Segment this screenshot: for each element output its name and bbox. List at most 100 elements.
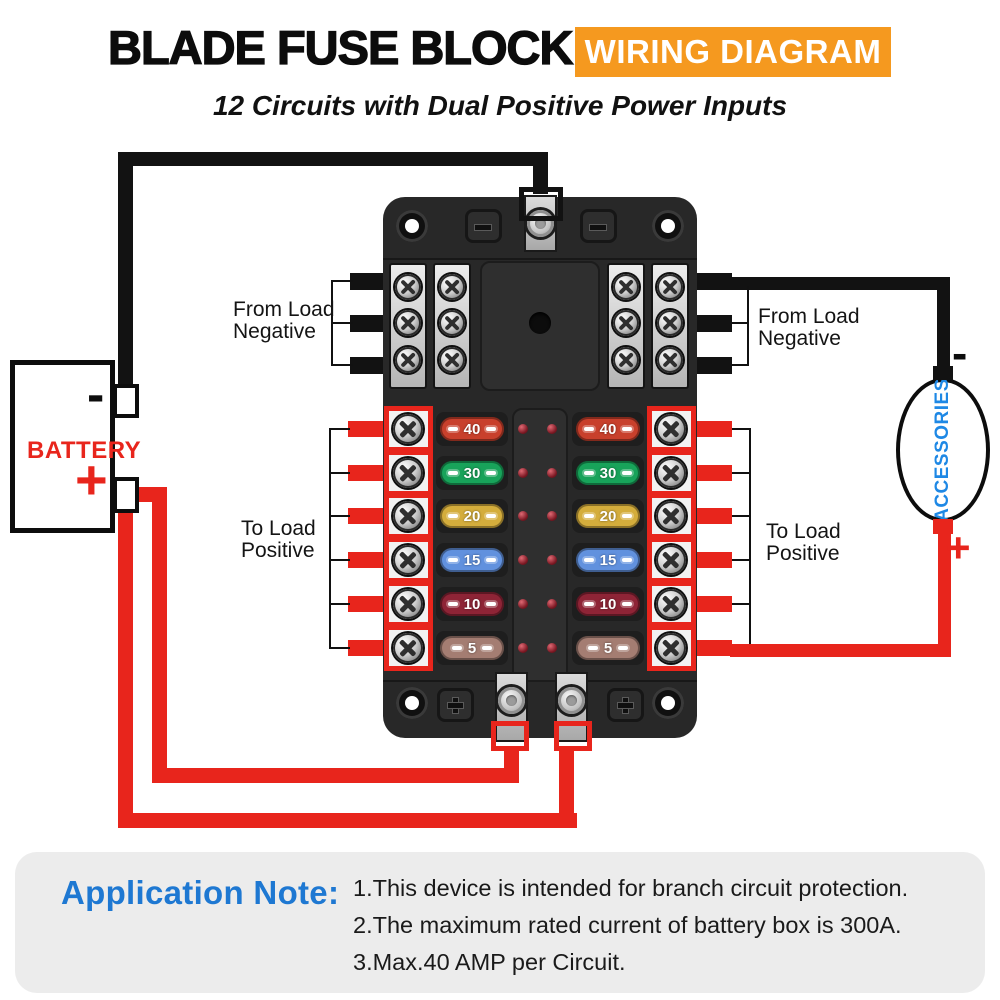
- slot-icon: [590, 225, 606, 230]
- fuse-blade-icon: [486, 427, 497, 431]
- bracket-line: [329, 647, 350, 649]
- fuse-15a: 15: [576, 548, 640, 572]
- negative-wire-stub: [350, 357, 390, 374]
- fuse-blade-icon: [447, 602, 458, 606]
- positive-wire-inner-h2: [152, 768, 519, 783]
- slot-icon: [475, 225, 491, 230]
- mounting-hole: [396, 210, 428, 242]
- accessories-negative-sign: -: [952, 327, 968, 379]
- fuse-slot: 5: [436, 631, 508, 665]
- fuse-amp-label: 10: [599, 595, 617, 613]
- screw-icon: [657, 347, 683, 373]
- screw-icon: [393, 589, 423, 619]
- negative-wire-stub: [692, 273, 732, 290]
- terminal-plate: [389, 411, 428, 447]
- bracket-line: [747, 286, 749, 366]
- negative-wire-stub: [692, 357, 732, 374]
- fuse-blade-icon: [618, 646, 629, 650]
- fuse-blade-icon: [583, 514, 594, 518]
- screw-icon: [439, 274, 465, 300]
- center-hole: [529, 312, 551, 334]
- center-panel: [480, 261, 600, 391]
- terminal-plate: [652, 586, 691, 622]
- positive-wire-stub: [688, 596, 732, 612]
- bracket-line: [732, 603, 751, 605]
- positive-wire-stub: [688, 465, 732, 481]
- screw-icon: [395, 347, 421, 373]
- fuse-terminal-left: [384, 450, 433, 496]
- positive-input-marker-box: [554, 721, 592, 751]
- screw-icon: [613, 347, 639, 373]
- fuse-amp-label: 20: [599, 507, 617, 525]
- bracket-line: [732, 472, 751, 474]
- bracket-line: [331, 364, 353, 366]
- fuse-amp-label: 5: [467, 639, 477, 657]
- fuse-amp-label: 15: [599, 551, 617, 569]
- fuse-terminal-right: [647, 450, 696, 496]
- screw-icon: [656, 414, 686, 444]
- terminal-plate: [389, 498, 428, 534]
- fuse-blade-icon: [486, 514, 497, 518]
- stud-nut: [558, 687, 585, 714]
- bracket-line: [331, 322, 353, 324]
- led-indicator: [547, 599, 557, 609]
- stud-nut: [498, 687, 525, 714]
- fuse-amp-label: 40: [599, 420, 617, 438]
- bracket-line: [329, 428, 350, 430]
- fuse-15a: 15: [440, 548, 504, 572]
- bracket-line: [749, 428, 751, 650]
- fuse-20a: 20: [576, 504, 640, 528]
- fuse-40a: 40: [440, 417, 504, 441]
- screw-icon: [393, 545, 423, 575]
- positive-wire-outer-up: [559, 748, 574, 813]
- page-subtitle: 12 Circuits with Dual Positive Power Inp…: [212, 90, 788, 121]
- note-item: 3.Max.40 AMP per Circuit.: [353, 949, 626, 975]
- accessories-negative-wire-v: [937, 277, 950, 372]
- fuse-amp-label: 30: [599, 464, 617, 482]
- terminal-plate: [389, 542, 428, 578]
- application-note-list: 1.This device is intended for branch cir…: [353, 870, 908, 981]
- page-title: BLADE FUSE BLOCK: [107, 20, 574, 74]
- spare-slot: [580, 209, 617, 243]
- fuse-slot: 30: [436, 456, 508, 490]
- led-indicator: [518, 599, 528, 609]
- positive-wire-stub: [688, 421, 732, 437]
- fuse-blade-icon: [583, 427, 594, 431]
- fuse-slot: 5: [572, 631, 644, 665]
- fuse-10a: 10: [440, 592, 504, 616]
- fuse-slot: 10: [436, 587, 508, 621]
- bracket-line: [329, 429, 331, 649]
- positive-wire-stub: [688, 508, 732, 524]
- screw-icon: [613, 274, 639, 300]
- fuse-terminal-right: [647, 493, 696, 539]
- spare-slot: [465, 209, 502, 243]
- bracket-line: [329, 603, 350, 605]
- label-from-load-negative-left: From Load Negative: [233, 298, 335, 343]
- fuse-terminal-right: [647, 406, 696, 452]
- accessories-negative-wire-h: [728, 277, 950, 290]
- cross-slot: [437, 688, 474, 722]
- positive-wire-stub: [688, 640, 732, 656]
- accessories-positive-wire-h: [730, 644, 951, 657]
- fuse-blade-icon: [451, 646, 462, 650]
- fuse-terminal-left: [384, 406, 433, 452]
- led-indicator: [518, 555, 528, 565]
- screw-icon: [393, 633, 423, 663]
- fuse-slot: 40: [436, 412, 508, 446]
- positive-wire-stub: [348, 640, 392, 656]
- bracket-line: [331, 280, 353, 282]
- negative-wire-stub: [692, 315, 732, 332]
- fuse-blade-icon: [622, 427, 633, 431]
- fuse-terminal-left: [384, 493, 433, 539]
- screw-icon: [395, 310, 421, 336]
- fuse-blade-icon: [447, 558, 458, 562]
- terminal-plate: [652, 630, 691, 666]
- led-indicator: [518, 643, 528, 653]
- screw-icon: [613, 310, 639, 336]
- note-item: 1.This device is intended for branch cir…: [353, 875, 909, 901]
- cross-icon: [618, 703, 633, 708]
- led-panel: [512, 408, 568, 682]
- bracket-line: [329, 515, 350, 517]
- fuse-blade-icon: [622, 558, 633, 562]
